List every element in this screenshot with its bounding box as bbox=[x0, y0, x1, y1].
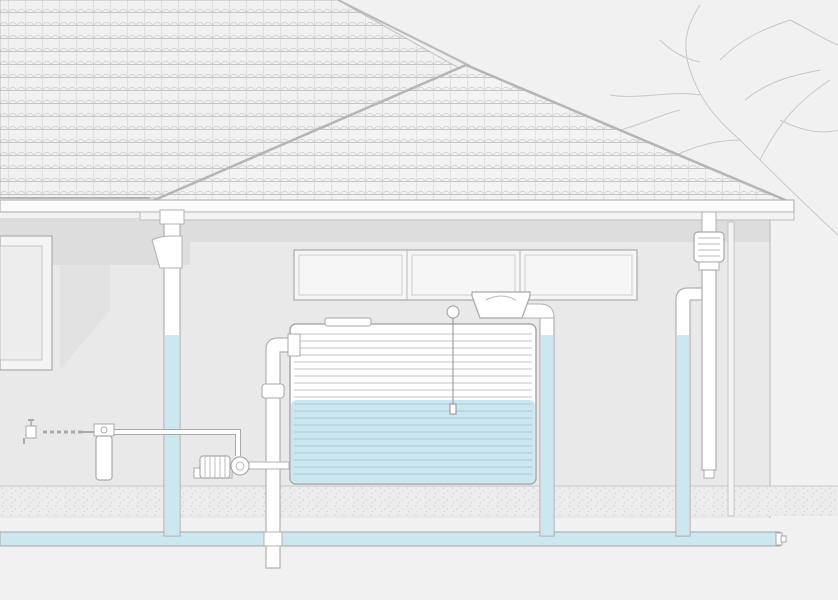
first-flush-diverter-icon bbox=[675, 269, 717, 537]
ground bbox=[0, 485, 838, 516]
tree-icon bbox=[604, 4, 838, 236]
house-corner-post bbox=[727, 221, 735, 517]
window-left bbox=[0, 235, 53, 371]
tap-icon bbox=[23, 419, 37, 444]
water-tank-icon bbox=[289, 317, 537, 485]
level-float-icon bbox=[446, 305, 460, 415]
tank-overflow-icon bbox=[261, 333, 301, 569]
tank-inlet-strainer bbox=[471, 291, 531, 319]
window-centre bbox=[293, 249, 638, 301]
pump-icon bbox=[180, 429, 290, 479]
underground-charged-pipe-icon bbox=[0, 531, 787, 547]
roof-icon bbox=[0, 0, 791, 204]
gutter-icon bbox=[0, 199, 795, 221]
rain-head-icon bbox=[693, 211, 725, 271]
filter-icon bbox=[82, 423, 115, 481]
